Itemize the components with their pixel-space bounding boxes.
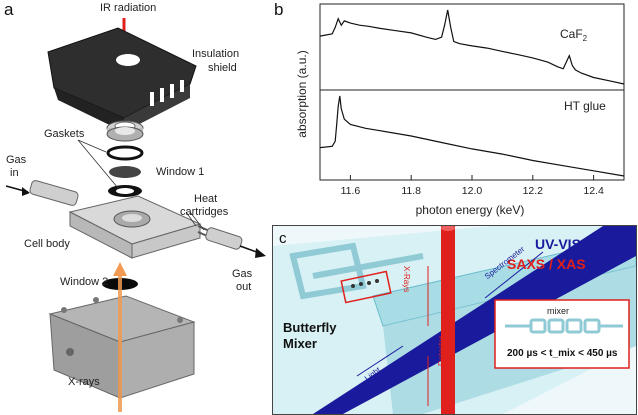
gaskets-label: Gaskets <box>44 128 85 140</box>
xray-beam <box>441 226 455 414</box>
saxs-xas-label: SAXS / XAS <box>507 256 586 272</box>
butterfly-mixer-illustration <box>273 226 636 414</box>
uv-vis-label: UV-VIS <box>535 236 581 252</box>
x-tick-label: 12.0 <box>462 185 483 197</box>
series-label-ht-glue: HT glue <box>564 99 606 113</box>
shield-label: shield <box>208 62 237 74</box>
window-2-label: Window 2 <box>60 276 109 288</box>
gas-out-label-1: Gas <box>232 268 253 280</box>
tmix-label: 200 µs < t_mix < 450 µs <box>507 348 618 359</box>
butterfly-label-1: Butterfly <box>283 320 337 335</box>
absorption-chart: 11.6 11.8 12.0 12.2 12.4 CaF2 HT glue photon… <box>295 3 625 217</box>
gas-in-label-1: Gas <box>6 154 27 166</box>
gasket-oring <box>106 145 144 161</box>
gas-out-label-2: out <box>236 281 252 293</box>
panel-c-letter: c <box>279 230 287 247</box>
cell-body-label: Cell body <box>24 238 70 250</box>
mixer-inset-label: mixer <box>547 306 569 316</box>
heat-label-1: Heat <box>194 193 218 205</box>
series-label-caf2: CaF2 <box>560 27 588 43</box>
light-beam <box>313 226 636 414</box>
detector-label: Detector <box>437 335 446 366</box>
panel-b-letter: b <box>274 0 284 19</box>
heat-label-2: cartridges <box>180 206 229 218</box>
x-axis-label: photon energy (keV) <box>416 203 525 217</box>
panel-a-letter: a <box>4 0 14 19</box>
x-tick-label: 12.4 <box>583 185 604 197</box>
series-line-ht-glue <box>319 95 625 177</box>
x-tick-label: 11.8 <box>401 185 421 197</box>
x-tick-label: 11.6 <box>341 185 361 197</box>
gas-in-label-2: in <box>10 167 19 179</box>
xrays-beam-label: X-Rays <box>402 266 411 293</box>
insulation-label: Insulation <box>192 48 240 60</box>
y-axis-label: absorption (a.u.) <box>295 50 309 137</box>
x-tick-label: 12.2 <box>523 185 544 197</box>
panel-c: c UV-VIS SAXS / XAS Butterfly Mixer X-Ra… <box>272 225 637 415</box>
mixer-inset <box>494 299 630 369</box>
window-1-label: Window 1 <box>156 166 205 178</box>
series-line-caf2 <box>319 9 625 85</box>
butterfly-label-2: Mixer <box>283 336 317 351</box>
ir-radiation-label: IR radiation <box>100 2 157 14</box>
window-1-disk <box>109 166 141 178</box>
xrays-label: X-rays <box>68 376 100 388</box>
cell-exploded-illustration <box>5 18 266 412</box>
